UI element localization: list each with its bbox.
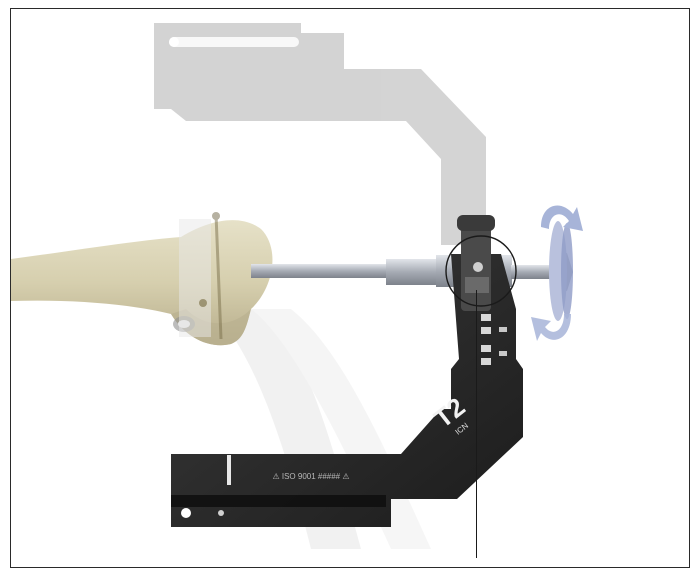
figure-frame: T2 ICN ⚠ ISO 9001 ##### ⚠: [10, 8, 690, 568]
ghost-targeting-arm: [154, 23, 486, 245]
adjustment-knob: [549, 221, 573, 321]
callout-leader-line: [476, 290, 477, 558]
illustration: T2 ICN ⚠ ISO 9001 ##### ⚠: [11, 23, 583, 549]
targeting-arm: [171, 254, 523, 527]
handle-engraving: ⚠ ISO 9001 ##### ⚠: [272, 472, 349, 481]
nail-ghost: [179, 212, 223, 340]
drill-sleeve-block: [457, 215, 495, 311]
femur-bone: [11, 220, 273, 346]
rotation-arrow-icon: [531, 205, 583, 341]
insertion-rod: [251, 253, 573, 291]
callout-circle-icon: [445, 235, 517, 307]
